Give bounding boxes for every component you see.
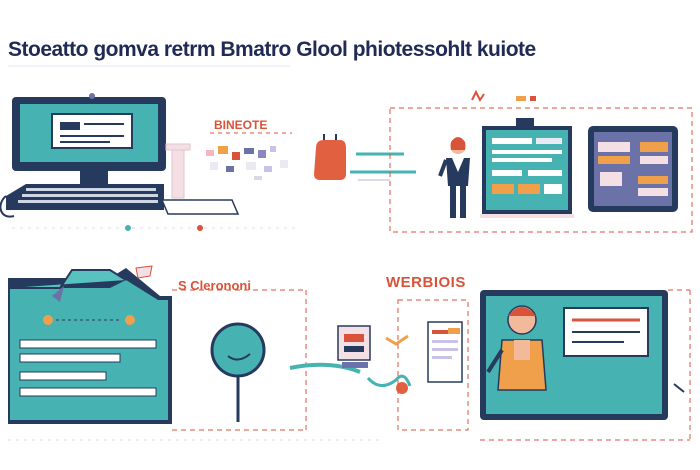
orange-block-icon [314, 134, 346, 180]
desktop-computer-icon [0, 93, 240, 218]
web-note-label: WERBIOIS [386, 274, 466, 291]
page-title: Stoeatto gomva retrm Bmatro Glool phiote… [8, 38, 536, 61]
web-document-icon [427, 321, 463, 383]
computer-note-label: BINEOTE [214, 118, 268, 132]
monitor-dashboard-icon [480, 118, 574, 218]
folder-note-label: S Clerononi [178, 278, 251, 293]
tablet-screen-icon [588, 126, 678, 212]
data-blocks-icon [206, 146, 288, 180]
folder-icon [8, 268, 172, 424]
small-flag-icon [135, 265, 153, 279]
sparkle-icon [471, 89, 485, 102]
person-icon [438, 137, 470, 218]
presentation-screen-icon [480, 290, 668, 420]
magnifier-icon [210, 322, 266, 422]
document-stack-icon [337, 325, 371, 368]
